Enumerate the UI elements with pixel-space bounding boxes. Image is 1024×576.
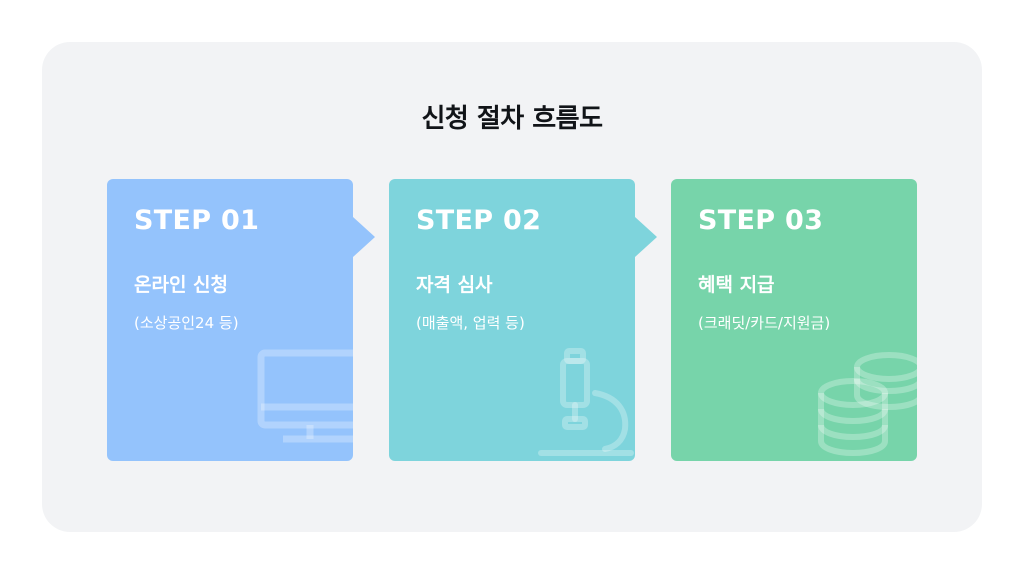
step-name: 혜택 지급 (698, 274, 775, 296)
monitor-icon (255, 345, 353, 445)
step-card-2: STEP 02 자격 심사 (매출액, 업력 등) (389, 179, 657, 461)
flow-arrow-icon (635, 217, 657, 257)
step-description: (소상공인24 등) (134, 314, 239, 332)
step-description: (매출액, 업력 등) (416, 314, 525, 332)
step-description: (크래딧/카드/지원금) (698, 314, 831, 332)
coins-icon (817, 345, 917, 461)
step-label: STEP 03 (698, 205, 824, 236)
microscope-icon (535, 345, 635, 461)
step-name: 온라인 신청 (134, 274, 229, 296)
flow-arrow-icon (353, 217, 375, 257)
step-card-1: STEP 01 온라인 신청 (소상공인24 등) (107, 179, 375, 461)
step-card-3: STEP 03 혜택 지급 (크래딧/카드/지원금) (671, 179, 917, 461)
flowchart-panel: 신청 절차 흐름도 STEP 01 온라인 신청 (소상공인24 등) (42, 42, 982, 532)
step-label: STEP 02 (416, 205, 542, 236)
step-name: 자격 심사 (416, 274, 493, 296)
diagram-title: 신청 절차 흐름도 (421, 104, 603, 134)
step-label: STEP 01 (134, 205, 260, 236)
